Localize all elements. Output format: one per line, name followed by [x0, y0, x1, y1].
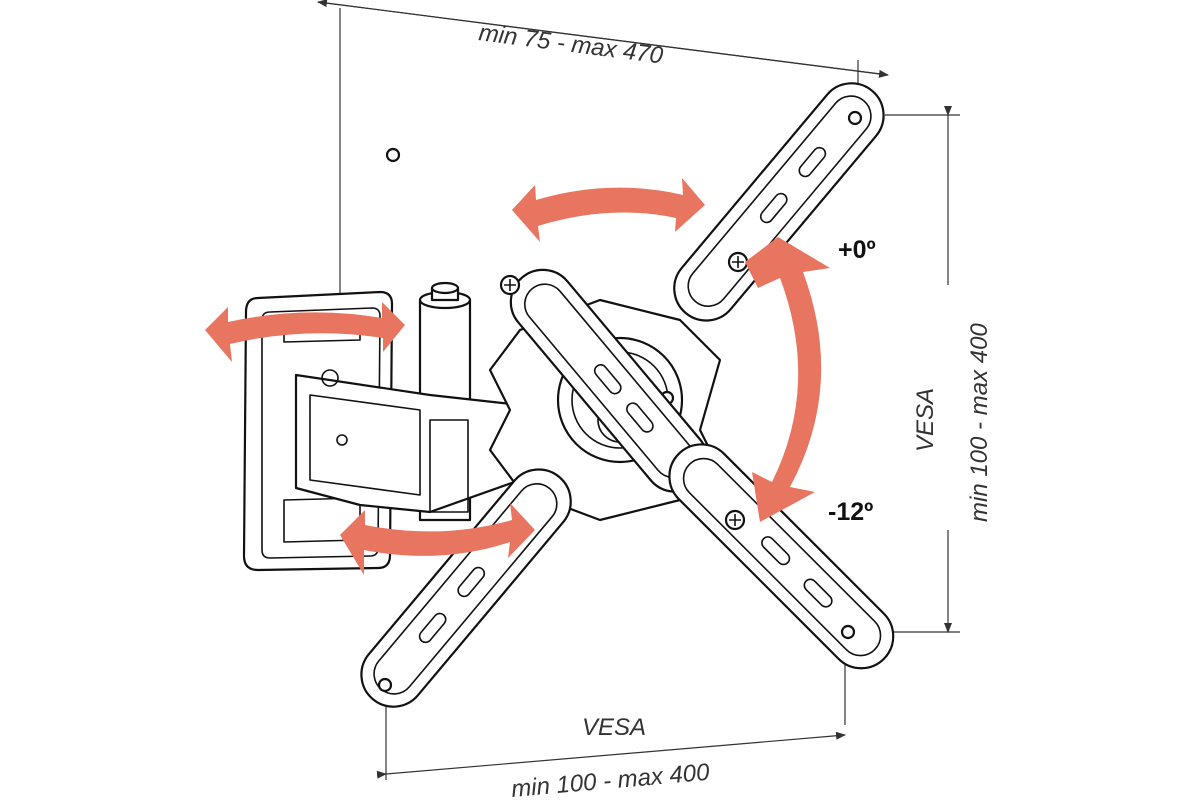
vesa-horizontal-label: VESA: [582, 714, 646, 741]
swivel-arrow-icon: [340, 503, 535, 575]
tilt-down-label: -12º: [828, 498, 873, 526]
motion-arrows: [205, 178, 830, 575]
tilt-arrow-icon: [745, 237, 830, 522]
vesa-vertical-range: min 100 - max 400: [966, 323, 993, 522]
cross-head-screw-icon: [724, 509, 746, 531]
tilt-up-label: +0º: [838, 236, 876, 264]
swivel-arrow-icon: [512, 178, 705, 242]
bracket-arm-bottom-right: [668, 443, 895, 670]
arm-extension-label: min 75 - max 470: [477, 19, 665, 69]
vesa-horizontal-dimension-line: [376, 731, 846, 779]
articulated-arm: [294, 281, 562, 522]
vesa-bracket: [360, 82, 895, 708]
cross-head-screw-icon: [499, 274, 521, 296]
bracket-arm-top-right: [673, 82, 885, 322]
vesa-horizontal-range: min 100 - max 400: [510, 759, 711, 800]
vesa-vertical-label: VESA: [912, 388, 939, 452]
swivel-arrow-icon: [205, 302, 405, 362]
cross-head-screw-icon: [727, 251, 749, 273]
